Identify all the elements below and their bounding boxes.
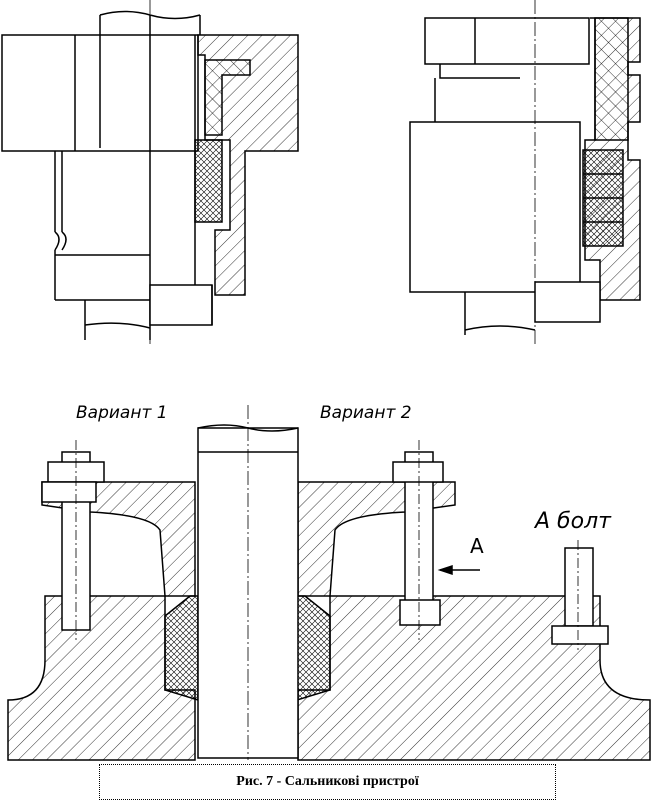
label-variant-1: Вариант 1 [76,403,168,423]
label-variant-2: Вариант 2 [320,403,412,423]
figure-caption: Рис. 7 - Сальникові пристрої [236,774,419,789]
top-right-assembly [409,0,641,345]
label-arrow-a: А [470,534,484,558]
top-left-assembly [1,0,299,345]
bottom-assembly [7,405,651,761]
figure-caption-box: Рис. 7 - Сальникові пристрої [99,764,556,800]
label-view-bolt: А болт [533,509,612,534]
